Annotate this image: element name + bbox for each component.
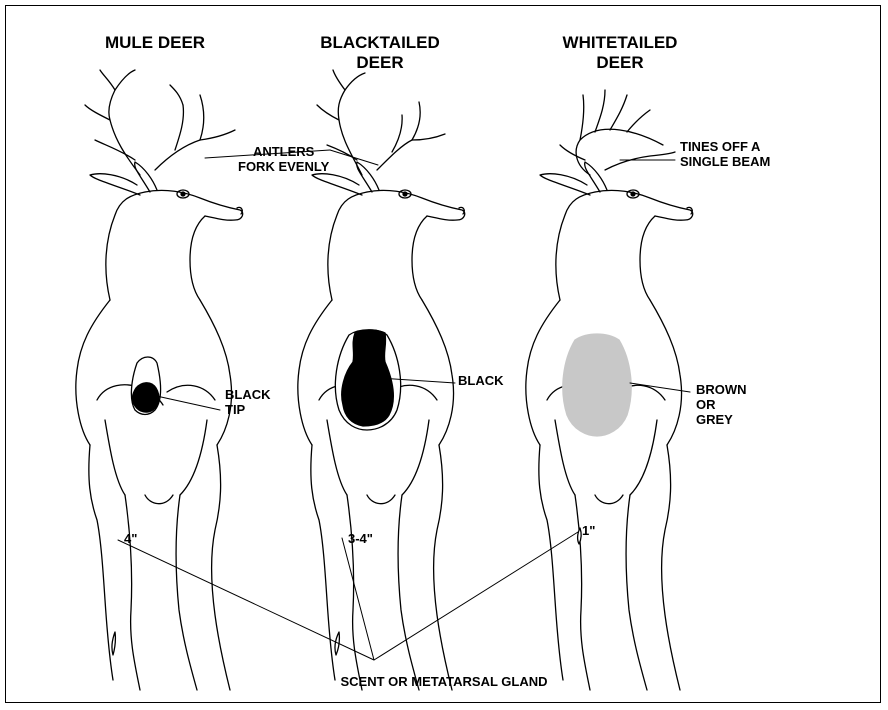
gland-size-mule: 4" [124,532,137,547]
callout-black-tip-line2: TIP [225,403,271,418]
title-whitetailed-deer: WHITETAILED DEER [545,33,695,72]
callout-tines-line1: TINES OFF A [680,140,770,155]
title-blacktailed-deer: BLACKTAILED DEER [305,33,455,72]
callout-brown-line1: BROWN [696,383,747,398]
title-mule-deer: MULE DEER [85,33,225,53]
title-blacktailed-line2: DEER [305,53,455,73]
gland-size-blacktailed: 3-4" [348,532,373,547]
title-whitetailed-line2: DEER [545,53,695,73]
callout-black-tip-line1: BLACK [225,388,271,403]
callout-antlers: ANTLERS FORK EVENLY [238,145,329,175]
mule-black-tip [132,383,158,412]
title-blacktailed-line1: BLACKTAILED [305,33,455,53]
title-whitetailed-line1: WHITETAILED [545,33,695,53]
callout-brown-line3: GREY [696,413,747,428]
scent-gland-label: SCENT OR METATARSAL GLAND [0,675,888,690]
callout-brown-line2: OR [696,398,747,413]
mule-deer-figure [76,70,243,690]
whitetailed-tail [563,334,631,436]
whitetailed-deer-figure [526,90,693,690]
callout-tines-line2: SINGLE BEAM [680,155,770,170]
gland-size-whitetailed: 1" [582,524,595,539]
callout-antlers-line2: FORK EVENLY [238,160,329,175]
callout-antlers-line1: ANTLERS [238,145,329,160]
callout-tines: TINES OFF A SINGLE BEAM [680,140,770,170]
callout-brown-or-grey: BROWN OR GREY [696,383,747,428]
callout-black-tip: BLACK TIP [225,388,271,418]
callout-black: BLACK [458,374,504,389]
